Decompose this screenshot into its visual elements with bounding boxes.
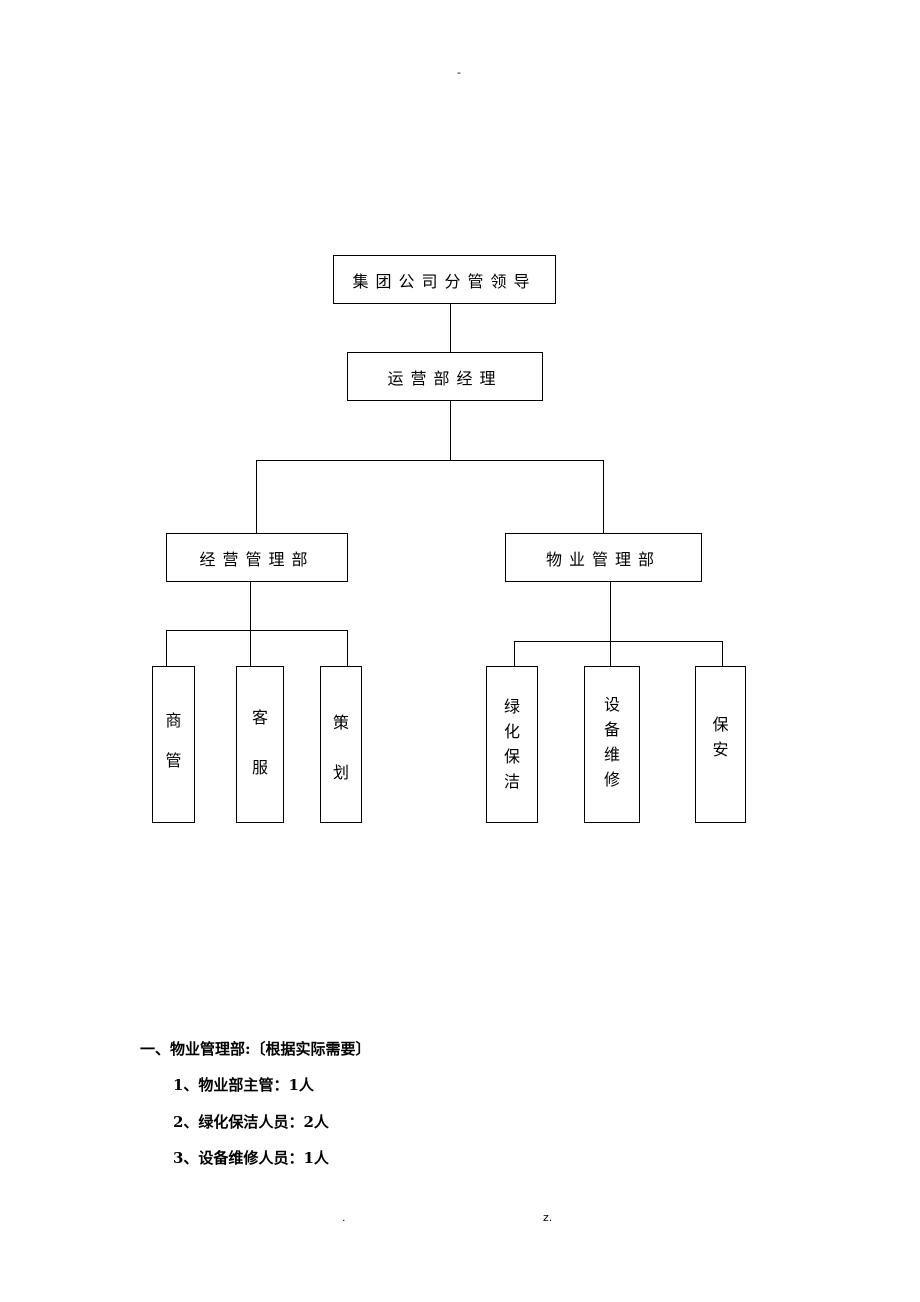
footer-right-mark: z. (543, 1211, 553, 1224)
connector-line (514, 641, 515, 666)
unit-char: 洁 (503, 772, 520, 791)
org-node-unit: 客 服 (236, 666, 284, 823)
org-node-top: 集团公司分管领导 (333, 255, 556, 304)
org-node-unit: 商 管 (152, 666, 195, 823)
connector-line (347, 630, 348, 666)
unit-char: 设 (603, 695, 620, 714)
staff-item: 2、绿化保洁人员：2人 (173, 1113, 329, 1131)
footer-left-mark: . (342, 1211, 346, 1224)
unit-char: 服 (251, 758, 268, 777)
unit-char: 保 (712, 715, 729, 734)
org-node-dept-property: 物业管理部 (505, 533, 702, 582)
unit-char: 策 (332, 713, 349, 732)
unit-char: 备 (603, 720, 620, 739)
connector-line (722, 641, 723, 666)
org-node-unit: 策 划 (320, 666, 362, 823)
org-node-manager: 运营部经理 (347, 352, 543, 401)
connector-line (166, 630, 167, 666)
staff-item: 1、物业部主管：1人 (173, 1076, 314, 1094)
staff-item: 3、设备维修人员：1人 (173, 1149, 329, 1167)
connector-line (256, 460, 257, 533)
unit-char: 绿 (503, 697, 520, 716)
connector-line (256, 460, 604, 461)
org-node-unit: 设 备 维 修 (584, 666, 640, 823)
connector-line (250, 582, 251, 666)
header-mark: - (457, 66, 461, 79)
unit-char: 修 (603, 770, 620, 789)
section-heading: 一、物业管理部:〔根据实际需要〕 (140, 1040, 371, 1058)
connector-line (603, 460, 604, 533)
org-node-dept-business: 经营管理部 (166, 533, 348, 582)
unit-char: 安 (712, 740, 729, 759)
org-node-unit: 绿 化 保 洁 (486, 666, 538, 823)
unit-char: 维 (603, 745, 620, 764)
unit-char: 客 (251, 708, 268, 727)
unit-char: 保 (503, 747, 520, 766)
org-node-unit: 保 安 (695, 666, 746, 823)
unit-char: 管 (165, 751, 182, 770)
connector-line (450, 304, 451, 352)
connector-line (166, 630, 348, 631)
unit-char: 划 (332, 763, 349, 782)
connector-line (450, 401, 451, 460)
connector-line (610, 582, 611, 666)
unit-char: 化 (503, 722, 520, 741)
unit-char: 商 (165, 711, 182, 730)
connector-line (514, 641, 723, 642)
